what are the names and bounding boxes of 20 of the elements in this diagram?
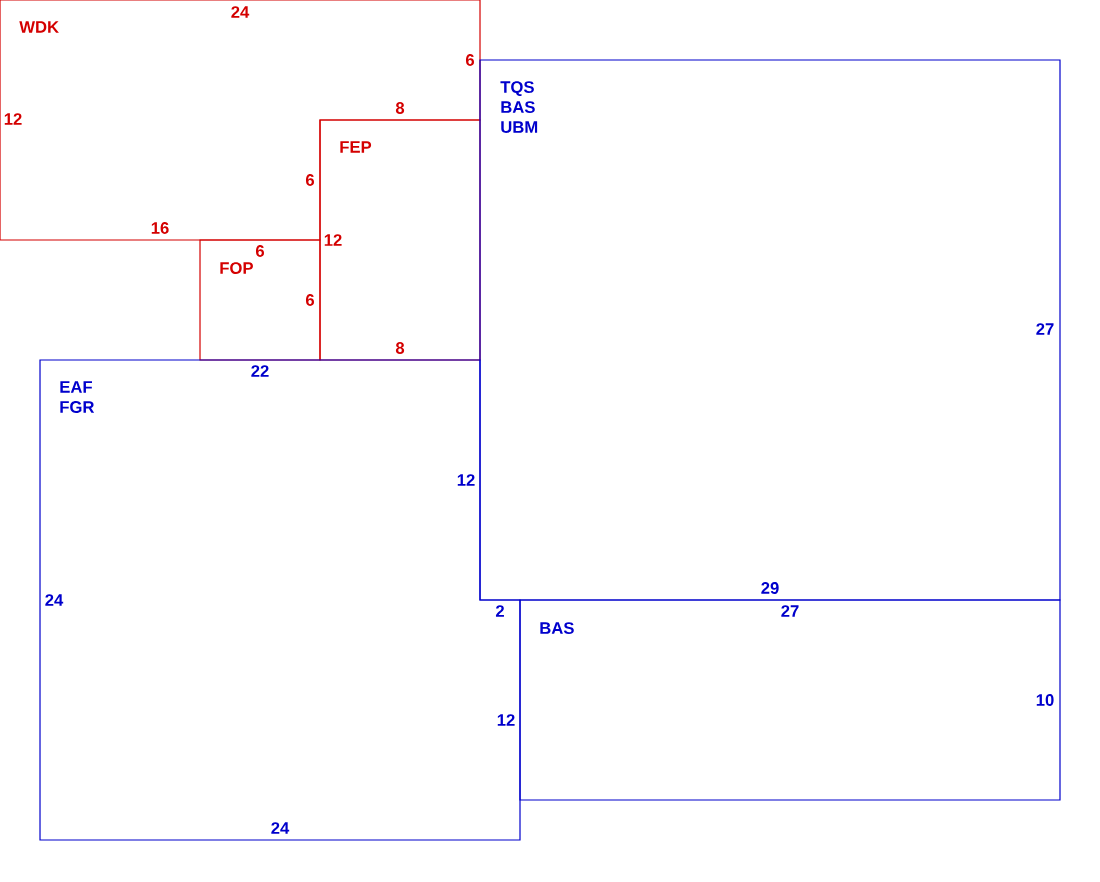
- dimension-label: 6: [306, 294, 315, 306]
- dimension-label: 12: [497, 714, 515, 726]
- dimension-label: 2: [495, 605, 504, 617]
- dimension-label: 24: [231, 6, 250, 18]
- dimension-label: 12: [324, 234, 342, 246]
- dimension-label: 8: [395, 102, 405, 114]
- dimension-label: 10: [1036, 694, 1054, 706]
- dimension-label: 29: [761, 582, 779, 594]
- dimension-label: 12: [457, 474, 475, 486]
- dimension-label: 16: [151, 222, 169, 234]
- dimension-label: 12: [4, 113, 22, 125]
- dimension-label: 24: [45, 594, 64, 606]
- dimension-label: 6: [466, 54, 475, 66]
- dimension-label: 6: [306, 174, 315, 186]
- dimension-label: 8: [395, 342, 405, 354]
- dimension-label: 6: [256, 245, 265, 257]
- dimension-label: 24: [271, 822, 290, 834]
- dimension-label: 22: [251, 365, 269, 377]
- dimension-label: 27: [1036, 323, 1054, 335]
- dimension-label: 27: [781, 605, 799, 617]
